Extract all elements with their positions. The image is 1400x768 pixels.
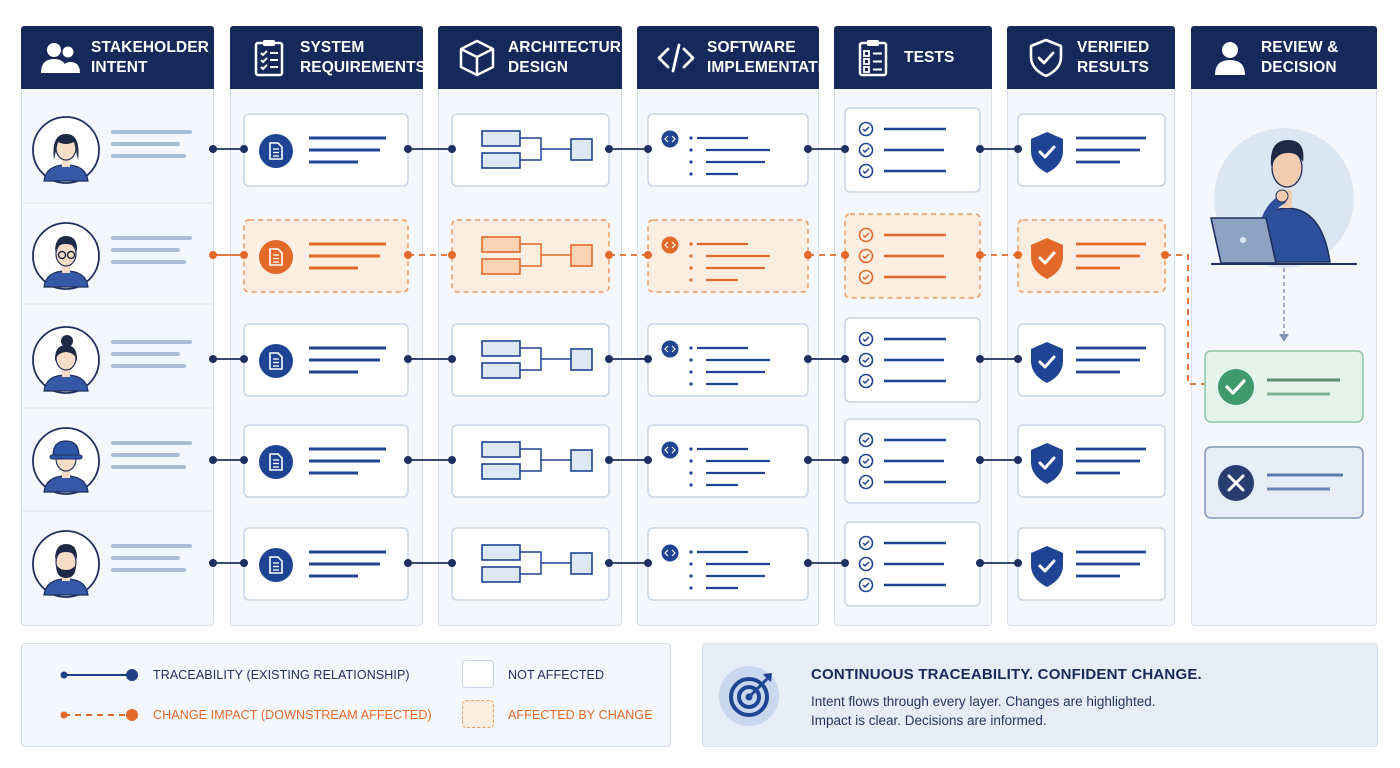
code-icon xyxy=(661,236,679,254)
summary-title: CONTINUOUS TRACEABILITY. CONFIDENT CHANG… xyxy=(811,666,1202,683)
column-header-title: TESTS xyxy=(904,48,955,66)
code-icon xyxy=(661,130,679,148)
code-icon xyxy=(661,544,679,562)
change-impact-link xyxy=(1165,254,1205,385)
column-header-7: REVIEW & DECISION xyxy=(1191,26,1377,89)
approve-card xyxy=(1204,350,1364,423)
design-block xyxy=(570,552,593,575)
trace-row-3 xyxy=(32,317,1166,403)
shield-check-icon xyxy=(1031,238,1063,279)
trace-row-5 xyxy=(32,521,1166,607)
document-icon xyxy=(259,445,293,479)
shield-check-icon xyxy=(1031,132,1063,173)
summary-line-2: Impact is clear. Decisions are informed. xyxy=(811,713,1047,728)
check-icon xyxy=(858,577,874,593)
approve-check xyxy=(1225,379,1246,395)
reviewer-with-laptop xyxy=(1210,128,1357,268)
column-header-3: ARCHITECTURE DESIGN xyxy=(438,26,631,89)
design-block xyxy=(481,544,521,561)
code-icon xyxy=(661,340,679,358)
cube-icon xyxy=(456,37,498,79)
person-icon xyxy=(1209,37,1251,79)
column-header-6: VERIFIED RESULTS xyxy=(1007,26,1175,89)
reject-card xyxy=(1204,446,1364,519)
checklist-icon xyxy=(852,37,894,79)
column-header-title: SOFTWARE IMPLEMENTATION xyxy=(707,38,846,76)
legend-affected-label: AFFECTED BY CHANGE xyxy=(508,708,653,722)
legend-swatches xyxy=(60,669,138,721)
summary-panel: CONTINUOUS TRACEABILITY. CONFIDENT CHANG… xyxy=(702,643,1378,747)
trace-row-2 xyxy=(32,213,1205,385)
check-icon xyxy=(858,227,874,243)
legend-not-affected-label: NOT AFFECTED xyxy=(508,668,605,682)
design-block xyxy=(570,449,593,472)
design-block xyxy=(570,348,593,371)
design-block xyxy=(481,441,521,458)
column-header-1: STAKEHOLDER INTENT xyxy=(21,26,214,89)
shield-check-icon xyxy=(1031,443,1063,484)
design-block xyxy=(570,244,593,267)
design-block xyxy=(481,236,521,253)
check-icon xyxy=(858,121,874,137)
check-icon xyxy=(858,535,874,551)
design-block xyxy=(481,463,521,480)
design-block xyxy=(481,130,521,147)
trace-row-4 xyxy=(32,418,1166,504)
column-header-title: SYSTEM REQUIREMENTS xyxy=(300,38,427,76)
check-icon xyxy=(858,373,874,389)
shield-check-icon xyxy=(1025,37,1067,79)
check-icon xyxy=(858,474,874,490)
column-header-title: STAKEHOLDER INTENT xyxy=(91,38,209,76)
check-icon xyxy=(858,269,874,285)
legend-affected-swatch xyxy=(462,700,494,728)
design-block xyxy=(481,258,521,275)
people-icon xyxy=(39,37,81,79)
column-header-title: ARCHITECTURE DESIGN xyxy=(508,38,632,76)
trace-row-1 xyxy=(32,107,1166,193)
reject-x xyxy=(1227,474,1245,492)
document-icon xyxy=(259,548,293,582)
design-block xyxy=(570,138,593,161)
check-icon xyxy=(858,248,874,264)
design-block xyxy=(481,340,521,357)
target-arrow-icon xyxy=(719,666,779,726)
clipboard-checklist-icon xyxy=(248,37,290,79)
legend-panel: TRACEABILITY (EXISTING RELATIONSHIP) CHA… xyxy=(21,643,671,747)
code-icon xyxy=(661,441,679,459)
design-block xyxy=(481,152,521,169)
arrow-head xyxy=(1279,334,1289,342)
legend-not-affected-swatch xyxy=(462,660,494,688)
summary-line-1: Intent flows through every layer. Change… xyxy=(811,694,1156,709)
check-circle-icon xyxy=(1218,369,1254,405)
document-icon xyxy=(259,240,293,274)
legend-change-impact-label: CHANGE IMPACT (DOWNSTREAM AFFECTED) xyxy=(153,708,432,722)
document-icon xyxy=(259,344,293,378)
check-icon xyxy=(858,352,874,368)
legend-traceability-label: TRACEABILITY (EXISTING RELATIONSHIP) xyxy=(153,668,410,682)
check-icon xyxy=(858,432,874,448)
column-header-title: REVIEW & DECISION xyxy=(1261,38,1339,76)
column-header-2: SYSTEM REQUIREMENTS xyxy=(230,26,427,89)
column-header-4: SOFTWARE IMPLEMENTATION xyxy=(637,26,845,89)
document-icon xyxy=(259,134,293,168)
shield-check-icon xyxy=(1031,546,1063,587)
check-icon xyxy=(858,163,874,179)
shield-check-icon xyxy=(1031,342,1063,383)
code-brackets-icon xyxy=(655,37,697,79)
check-icon xyxy=(858,142,874,158)
column-header-title: VERIFIED RESULTS xyxy=(1077,38,1150,76)
design-block xyxy=(481,566,521,583)
check-icon xyxy=(858,331,874,347)
design-block xyxy=(481,362,521,379)
check-icon xyxy=(858,556,874,572)
column-header-5: TESTS xyxy=(834,26,992,89)
check-icon xyxy=(858,453,874,469)
